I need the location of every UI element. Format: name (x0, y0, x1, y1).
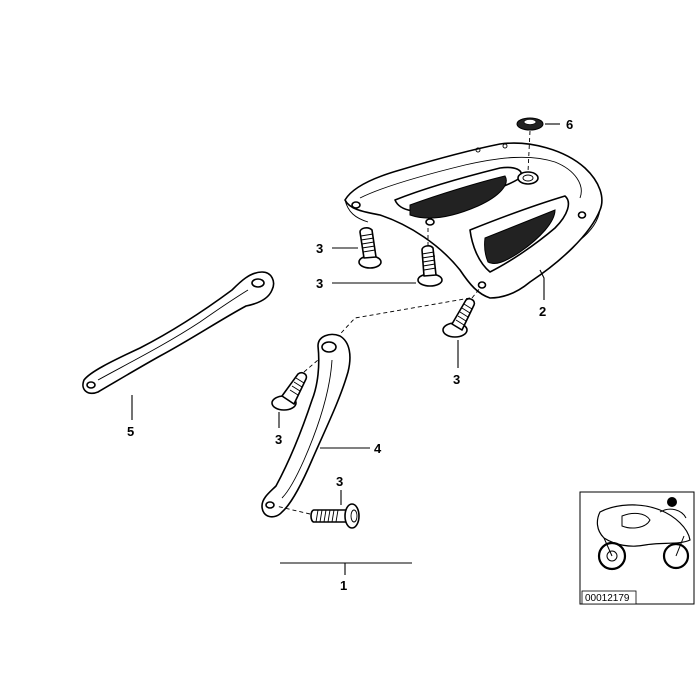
location-inset: 00012179 (579, 491, 695, 605)
screw-right (442, 298, 476, 338)
bracket-guide-line (329, 297, 471, 346)
grommet-part (516, 117, 544, 131)
callout-3-left: 3 (275, 432, 282, 447)
callout-6: 6 (566, 117, 573, 132)
screw-top (358, 227, 382, 269)
callout-4: 4 (374, 441, 382, 456)
inset-wheel-rear (597, 541, 627, 571)
callout-3-bottom: 3 (336, 474, 343, 489)
callout-3-top: 3 (316, 241, 323, 256)
callout-3-right: 3 (453, 372, 460, 387)
callout-1: 1 (340, 578, 347, 593)
screw-right-guide (471, 287, 481, 299)
luggage-rack-plate (344, 142, 603, 299)
strut-part (82, 271, 275, 395)
screw-bottom-guide (275, 505, 311, 515)
leader-2 (539, 269, 545, 300)
inset-location-marker (667, 497, 677, 507)
inset-reference-number: 00012179 (585, 593, 630, 604)
screw-bottom (310, 503, 360, 529)
callout-5: 5 (127, 424, 134, 439)
inset-wheel-front (662, 542, 690, 570)
callout-2: 2 (539, 304, 546, 319)
screw-left-guide (303, 359, 319, 373)
screw-left (271, 372, 308, 411)
bracket-part (261, 333, 351, 518)
screw-middle (417, 245, 443, 287)
callout-3-middle: 3 (316, 276, 323, 291)
